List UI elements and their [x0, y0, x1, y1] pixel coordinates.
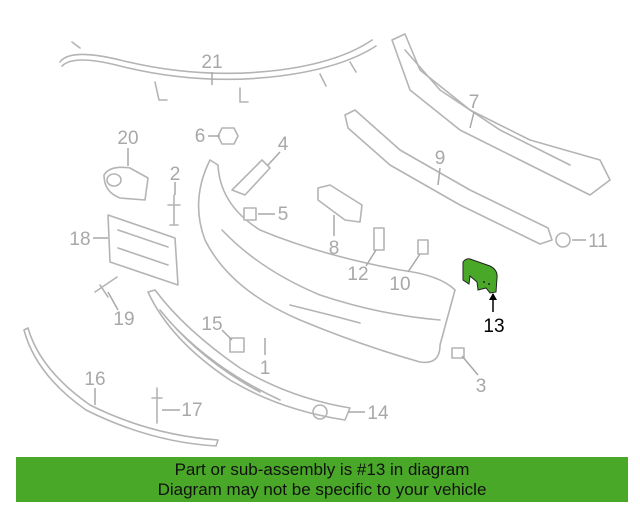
part-7-bracket[interactable]	[391, 33, 611, 196]
callout-12[interactable]: 12	[347, 264, 368, 285]
banner-line-1: Part or sub-assembly is #13 in diagram	[174, 460, 470, 479]
callout-16[interactable]: 16	[84, 369, 105, 390]
callout-8[interactable]: 8	[329, 238, 340, 259]
callout-17[interactable]: 17	[181, 400, 202, 421]
callout-6[interactable]: 6	[195, 126, 206, 147]
callout-14[interactable]: 14	[367, 403, 389, 424]
part-6-nut[interactable]	[217, 127, 239, 145]
callout-10[interactable]: 10	[389, 274, 410, 295]
callout-labels: 21 7 20 6 4 2 9 5 18 11 8 12 10 13 19 15…	[69, 52, 607, 424]
callout-4[interactable]: 4	[278, 134, 289, 155]
part-20-sensor[interactable]	[103, 166, 149, 201]
callout-1[interactable]: 1	[260, 358, 271, 379]
callout-9[interactable]: 9	[435, 148, 446, 169]
callout-20[interactable]: 20	[117, 128, 138, 149]
callout-21[interactable]: 21	[201, 52, 222, 73]
part-1-bumper-cover[interactable]	[197, 159, 456, 364]
part-13-bracket-highlighted[interactable]	[462, 258, 498, 312]
part-15-clip[interactable]	[229, 337, 245, 353]
callout-15[interactable]: 15	[201, 314, 222, 335]
part-17-clip[interactable]	[151, 387, 163, 424]
callout-13[interactable]: 13	[483, 316, 504, 337]
part-2-clip[interactable]	[167, 194, 181, 226]
part-10-clip[interactable]	[417, 239, 429, 255]
part-12-bracket[interactable]	[373, 227, 385, 251]
part-4-bracket[interactable]	[231, 159, 271, 196]
callout-5[interactable]: 5	[278, 204, 289, 225]
leader-lines	[93, 72, 586, 413]
info-banner: Part or sub-assembly is #13 in diagram D…	[16, 457, 628, 502]
part-14-grille[interactable]	[147, 289, 351, 421]
part-8-bracket[interactable]	[317, 184, 363, 223]
callout-18[interactable]: 18	[69, 229, 90, 250]
banner-line-2: Diagram may not be specific to your vehi…	[157, 480, 487, 499]
callout-2[interactable]: 2	[170, 164, 181, 185]
callout-7[interactable]: 7	[469, 92, 480, 113]
callout-19[interactable]: 19	[113, 309, 134, 330]
part-9-reinforcement[interactable]	[344, 109, 553, 245]
part-18-plate-bracket[interactable]	[107, 214, 179, 286]
part-16-molding[interactable]	[23, 327, 219, 447]
part-21-wiring-harness[interactable]	[59, 39, 377, 103]
part-19-rivet[interactable]	[94, 276, 118, 298]
part-5-bolt[interactable]	[243, 207, 257, 221]
part-11-nut[interactable]	[555, 232, 571, 248]
callout-3[interactable]: 3	[476, 376, 487, 397]
callout-11[interactable]: 11	[588, 231, 608, 252]
